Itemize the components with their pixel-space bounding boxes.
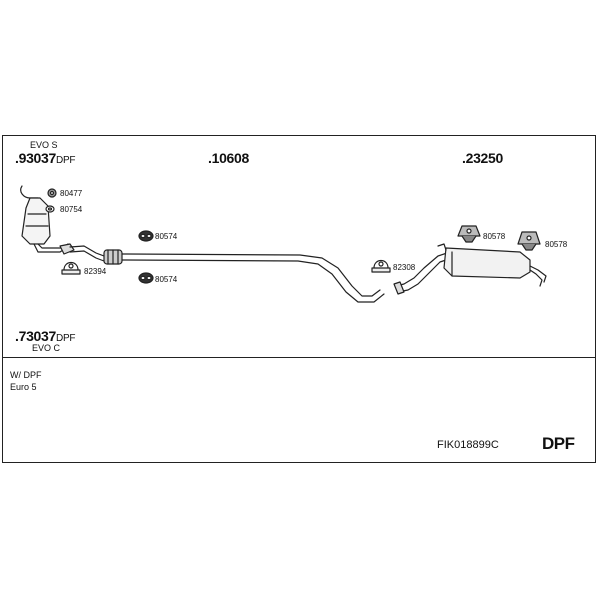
callout-label: 80574 [155, 232, 178, 241]
callout-label: 82394 [84, 267, 107, 276]
hanger-bracket-icon [457, 225, 481, 243]
clamp-icon [371, 259, 391, 273]
callout-label: 80754 [60, 205, 83, 214]
part-group-left-top: .93037DPF [15, 150, 75, 166]
callout-label: 80578 [483, 232, 506, 241]
part-number: .93037 [15, 150, 57, 166]
rear-silencer [393, 243, 547, 295]
callout-label: 80477 [60, 189, 83, 198]
callout-label: 82308 [393, 263, 416, 272]
part-group-left-bottom: .73037DPF [15, 328, 75, 344]
catalytic-converter [20, 185, 75, 255]
sensor-plug-icon [45, 205, 55, 213]
rubber-mount-icon [138, 272, 154, 284]
diagram-frame [2, 135, 596, 463]
variant-evo-s: EVO S [30, 140, 58, 150]
section-divider [2, 357, 596, 358]
part-number: .10608 [208, 150, 250, 166]
callout-label: 80574 [155, 275, 178, 284]
front-pipe [69, 245, 123, 265]
dpf-badge: DPF [542, 434, 575, 453]
part-suffix: DPF [56, 155, 76, 166]
part-group-right: .23250 [462, 150, 503, 166]
middle-pipe [121, 253, 385, 303]
part-group-middle: .10608 [208, 150, 249, 166]
part-number: .23250 [462, 150, 504, 166]
note-dpf: W/ DPF [10, 370, 42, 380]
callout-label: 80578 [545, 240, 568, 249]
clamp-icon [61, 261, 81, 275]
part-number: .73037 [15, 328, 57, 344]
note-euro: Euro 5 [10, 382, 37, 392]
variant-evo-c: EVO C [32, 343, 61, 353]
gasket-icon [47, 188, 57, 198]
part-suffix: DPF [56, 333, 76, 344]
rubber-mount-icon [138, 230, 154, 242]
kit-code: FIK018899C [437, 439, 499, 451]
hanger-bracket-icon [517, 231, 541, 251]
